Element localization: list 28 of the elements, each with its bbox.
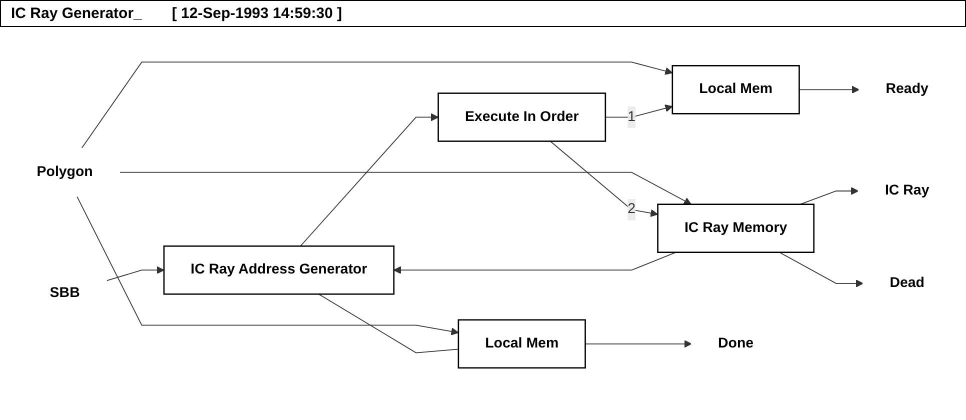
edge-label: 1 (628, 109, 636, 124)
diagram-title: IC Ray Generator_ (11, 5, 142, 22)
arrow (76, 196, 459, 336)
node-box: Local Mem (458, 319, 586, 369)
arrow (300, 113, 439, 247)
arrow (81, 62, 673, 149)
node-text: Done (718, 336, 754, 351)
node-text: Dead (890, 275, 924, 291)
arrow (106, 266, 164, 282)
timestamp-label: [ 12-Sep-1993 14:59:30 ] (172, 5, 342, 22)
arrow (779, 252, 864, 288)
arrow (393, 252, 676, 274)
node-text: Ready (886, 82, 928, 97)
arrow (584, 340, 692, 348)
node-box: Execute In Order (438, 92, 606, 142)
node-box: IC Ray Memory (657, 204, 815, 253)
arrow (119, 172, 692, 205)
node-text: IC Ray (884, 183, 930, 198)
arrow (604, 104, 673, 118)
edge-label: 2 (628, 202, 636, 217)
arrow (800, 187, 859, 205)
arrow (550, 140, 658, 217)
node-box: IC Ray Address Generator (163, 245, 394, 295)
arrow (798, 86, 860, 94)
node-text: SBB (50, 285, 80, 300)
node-box: Local Mem (672, 65, 800, 114)
connector (318, 294, 459, 354)
node-text: Polygon (36, 164, 93, 180)
